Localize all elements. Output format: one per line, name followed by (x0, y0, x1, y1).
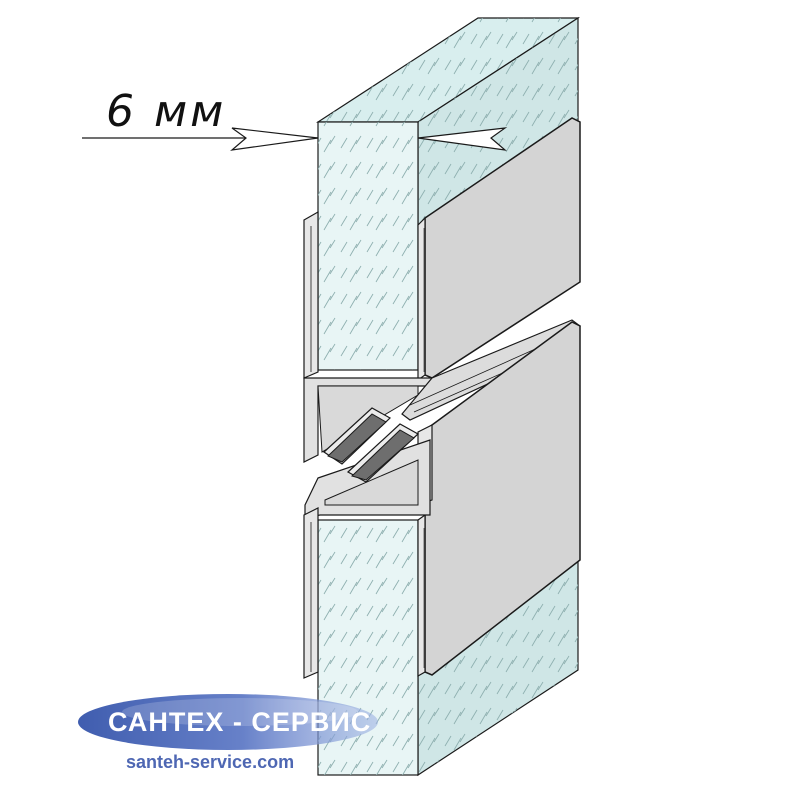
watermark-logo: САНТЕХ - СЕРВИС santeh-service.com (78, 694, 378, 772)
dimension-label: 6 мм (106, 86, 226, 137)
logo-url-text: santeh-service.com (126, 752, 294, 772)
logo-brand-text: САНТЕХ - СЕРВИС (108, 707, 371, 737)
logo-swoosh-icon (78, 694, 378, 750)
upper-profile (303, 117, 581, 463)
dimension-arrow-icon (82, 127, 508, 151)
upper-glass-panel (315, 16, 581, 371)
magnetic-seal-strip-icon (323, 407, 420, 483)
